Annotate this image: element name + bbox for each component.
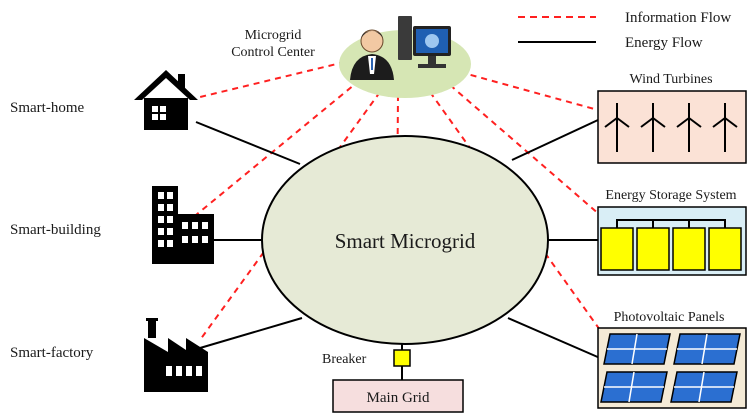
smart-microgrid-hub [261, 135, 549, 345]
energy-line-home [195, 121, 301, 165]
energy-line-pv [507, 317, 601, 359]
house-icon [134, 70, 198, 130]
energy-flow-lines [195, 119, 601, 380]
breaker-icon [393, 349, 411, 367]
pv-panels-label: Photovoltaic Panels [614, 310, 725, 325]
info-line-wind [459, 71, 599, 111]
solar-panel-icon [603, 333, 671, 365]
factory-icon [144, 318, 208, 392]
battery-icon [600, 227, 634, 271]
solar-panel-icon [670, 371, 738, 403]
smart-building-label: Smart-building [10, 222, 101, 238]
legend-energy-label: Energy Flow [625, 35, 703, 51]
solar-panel-icon [600, 371, 668, 403]
main-grid-label: Main Grid [367, 390, 430, 406]
breaker-label: Breaker [322, 352, 367, 367]
energy-line-factory [199, 317, 303, 349]
battery-icon [708, 227, 742, 271]
wind-turbine-icons [604, 103, 738, 152]
energy-storage-label: Energy Storage System [605, 188, 736, 203]
solar-panel-icons [600, 333, 741, 403]
wind-turbines-box [597, 90, 747, 164]
operator-icon [350, 29, 394, 80]
legend-info-label: Information Flow [625, 10, 731, 26]
solar-panel-icon [673, 333, 741, 365]
control-center: Microgrid Control Center [231, 16, 471, 98]
smart-factory-label: Smart-factory [10, 345, 94, 361]
battery-icon [672, 227, 706, 271]
wind-turbine-icon [640, 103, 666, 152]
control-center-label-line2: Control Center [231, 45, 315, 60]
legend: Information Flow Energy Flow [518, 10, 731, 51]
info-line-home [195, 61, 346, 99]
battery-icon [636, 227, 670, 271]
wind-turbine-icon [712, 103, 738, 152]
battery-icons [600, 219, 742, 271]
energy-line-wind [511, 119, 599, 161]
building-icon [152, 186, 214, 264]
hub-label: Smart Microgrid [335, 229, 476, 253]
info-line-building [195, 79, 361, 216]
wind-turbine-icon [604, 103, 630, 152]
wind-turbine-icon [676, 103, 702, 152]
computer-icon [398, 16, 451, 68]
control-center-label-line1: Microgrid [245, 28, 302, 43]
main-grid-box [332, 379, 464, 413]
wind-turbines-label: Wind Turbines [629, 72, 712, 87]
info-line-factory [199, 91, 381, 341]
info-line-storage [449, 84, 601, 216]
smart-home-label: Smart-home [10, 100, 84, 116]
